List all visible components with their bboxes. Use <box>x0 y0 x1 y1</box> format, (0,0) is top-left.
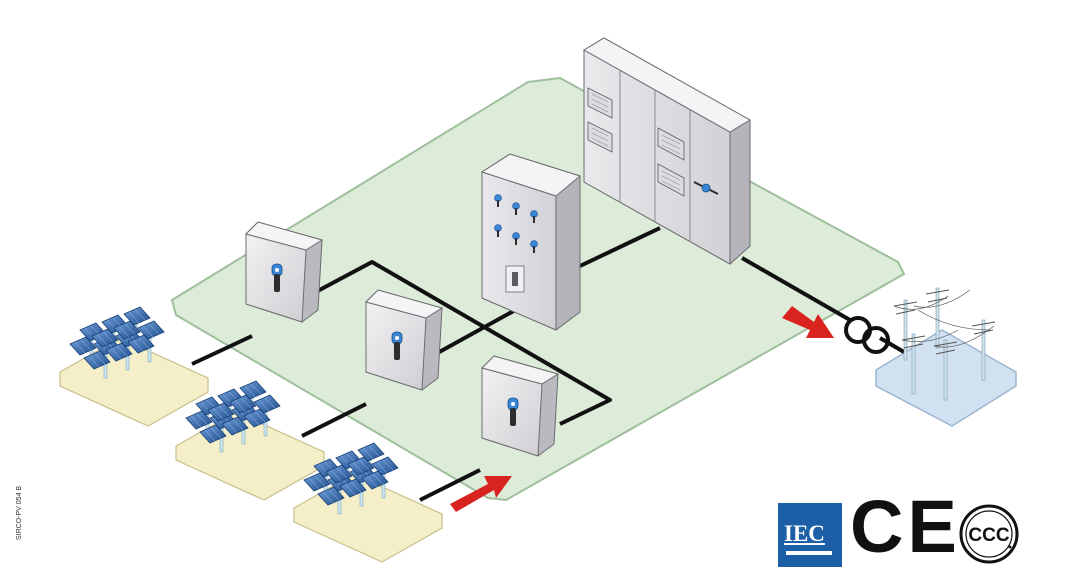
flow-arrow-icon <box>782 306 834 338</box>
power-pylon-icon <box>893 287 996 401</box>
inverter-cabinet <box>583 37 751 265</box>
ccc-label: CCC <box>968 525 1009 546</box>
reference-code: SIRCO-PV 054 B <box>16 485 23 540</box>
ce-mark: CE <box>850 485 961 568</box>
solar-array-3 <box>293 443 443 563</box>
flow-arrow-icon <box>450 476 512 512</box>
switch-enclosure-1 <box>245 221 323 323</box>
iec-label: IEC <box>784 521 825 546</box>
solar-array-2 <box>175 381 325 501</box>
ccc-mark: CCC <box>959 504 1019 564</box>
iec-underline <box>786 551 832 555</box>
switch-enclosure-3 <box>481 355 559 457</box>
iec-logo: IEC <box>778 503 842 567</box>
solar-array-1 <box>59 307 209 427</box>
distribution-cabinet <box>480 153 582 331</box>
switch-enclosure-2 <box>365 289 443 391</box>
transformer-icon <box>844 316 890 354</box>
